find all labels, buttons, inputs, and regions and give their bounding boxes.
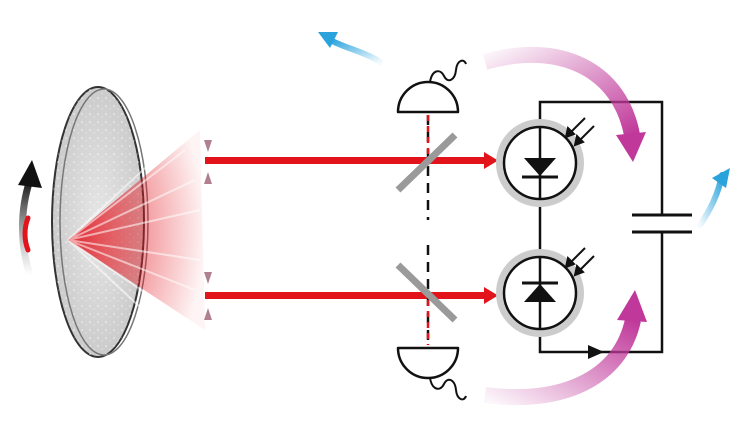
heat-out-arrow-right [697,168,730,228]
incident-light-arrows-upper [564,117,595,147]
laser-beam-lower [205,287,498,304]
rotation-arrow [18,160,42,279]
circuit-current-arrow [588,345,604,359]
energy-flow-in-arrow-top [482,46,646,162]
heat-out-arrow-left [318,32,383,65]
beam-width-markers [204,140,212,320]
beam-splitter-lower [395,262,458,323]
photodiode-upper [496,117,595,207]
beam-splitter-upper [395,132,458,193]
light-source-upper [396,59,467,114]
energy-flow-in-arrow-bottom [483,290,647,406]
scattered-laser-light [67,130,205,336]
photodiode-lower [496,247,595,337]
laser-beam-upper [205,152,498,169]
light-source-lower [396,346,467,401]
capacitor [632,213,692,234]
incident-light-arrows-lower [564,247,595,277]
